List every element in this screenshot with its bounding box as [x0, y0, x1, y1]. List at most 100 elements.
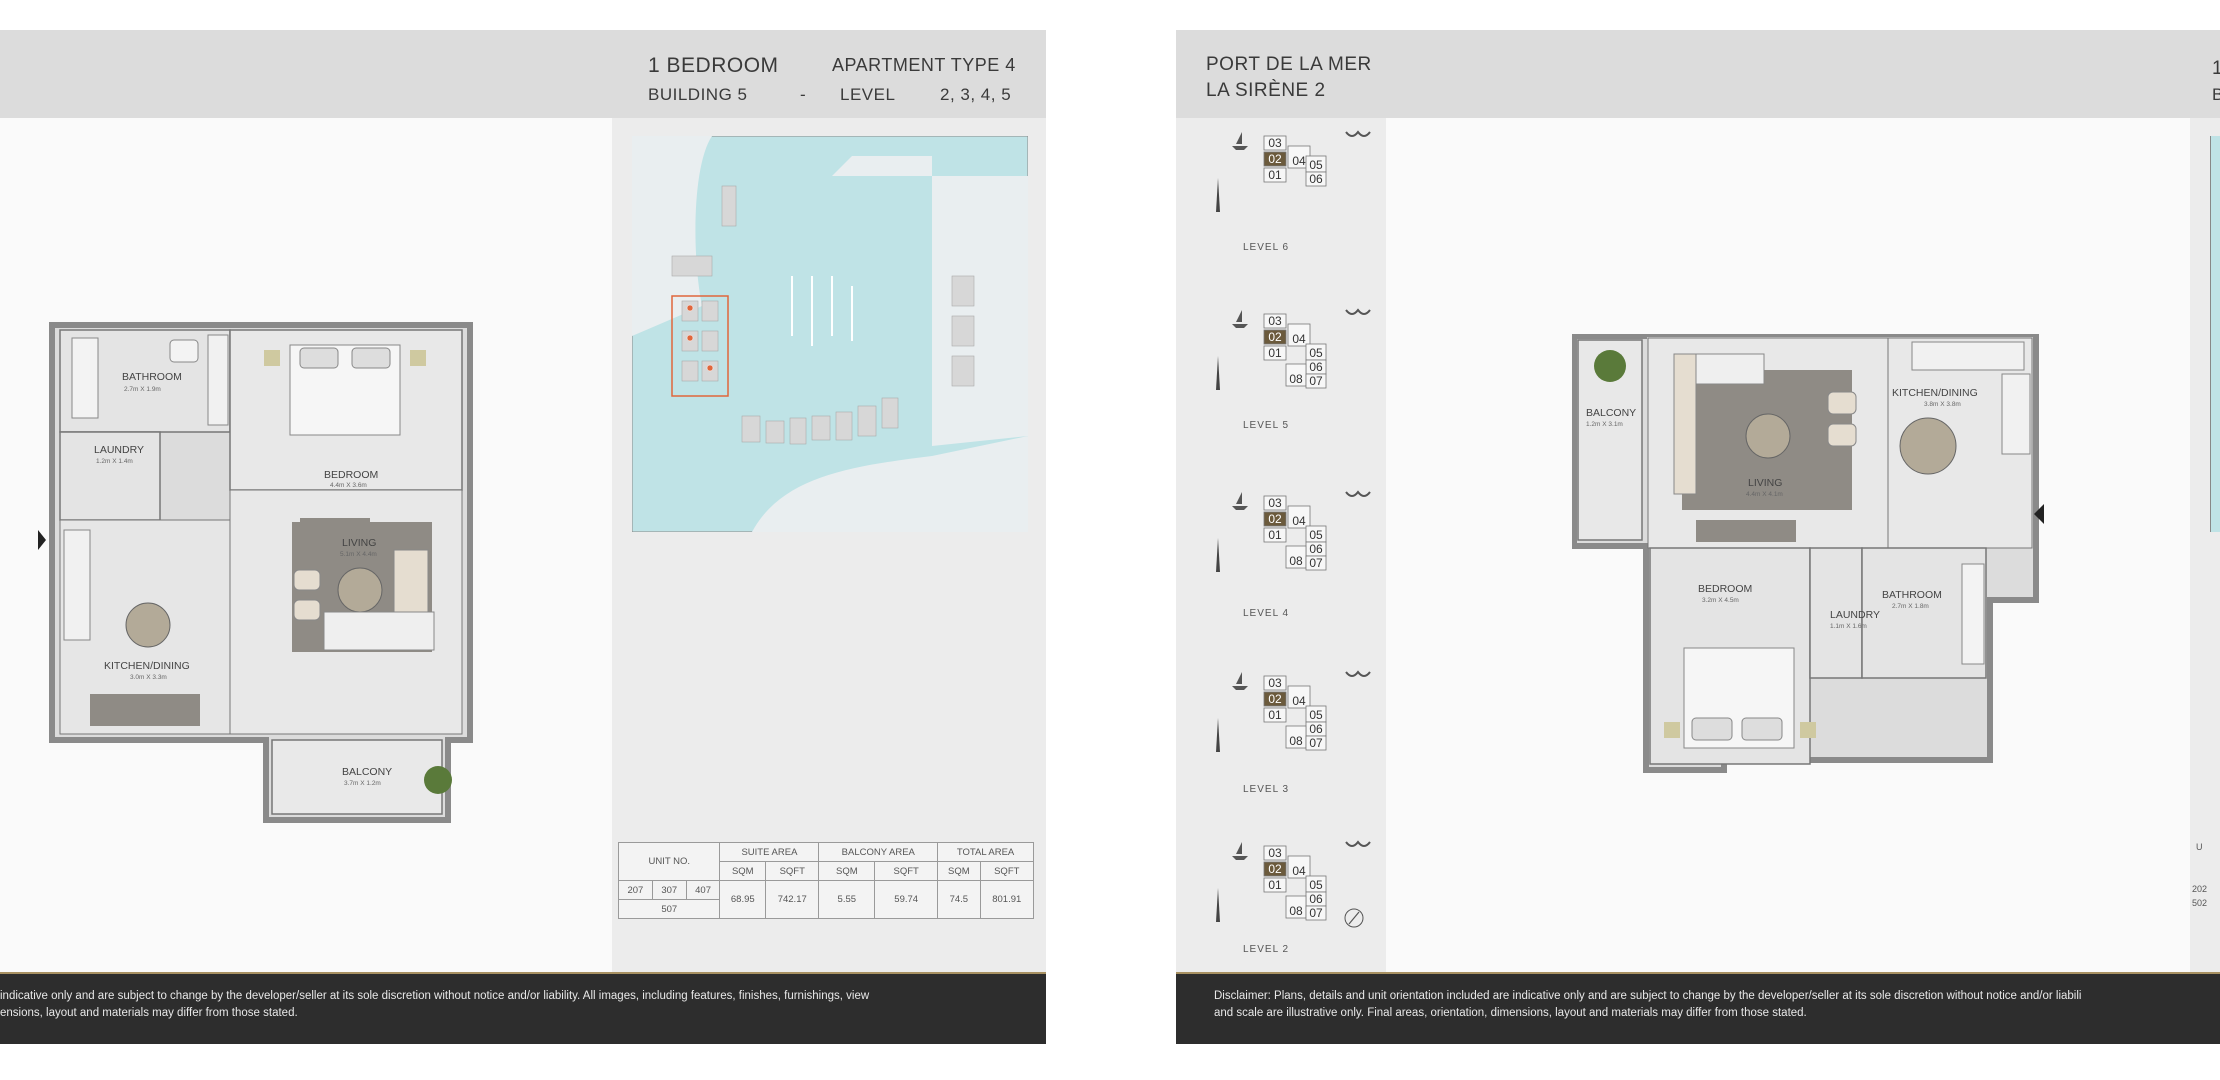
total-sqft: 801.91 [979, 880, 1035, 919]
tower-icon [1216, 888, 1220, 922]
unit-cell [1305, 171, 1327, 187]
unit-number-label: 07 [1309, 556, 1323, 570]
room-balcony: BALCONY [342, 766, 392, 778]
unit-number-label: 06 [1309, 892, 1323, 906]
table-cut-unit: 202 [2192, 884, 2208, 894]
unit-cell [1287, 685, 1311, 709]
unit-number-label: 05 [1309, 878, 1323, 892]
floor-plan-type2: BALCONY 1.2m X 3.1m LIVING 4.4m X 4.1m K… [1572, 334, 2044, 773]
floor-plan-type4: BATHROOM 2.7m X 1.9m LAUNDRY 1.2m X 1.4m… [38, 322, 473, 823]
unit-number: 507 [617, 899, 721, 919]
unit-number: 407 [685, 880, 721, 900]
room-balcony-size: 1.2m X 3.1m [1586, 421, 1623, 428]
unit-number-label: 08 [1289, 372, 1303, 386]
sqft-header: SQFT [979, 861, 1035, 881]
sqft-header: SQFT [765, 861, 820, 881]
unit-number-label: 02 [1268, 692, 1282, 706]
sqm-header: SQM [818, 861, 876, 881]
room-bedroom: BEDROOM [1698, 583, 1752, 595]
unit-number-label: 01 [1268, 346, 1282, 360]
room-bedroom-size: 3.2m X 4.5m [1702, 597, 1739, 604]
wave-icon [1345, 670, 1371, 677]
disclaimer-bar: Disclaimer: Plans, details and unit orie… [1176, 972, 2220, 1044]
suite-area-header: SUITE AREA [719, 842, 820, 862]
tower-icon [1216, 718, 1220, 752]
area-table: UNIT NO. SUITE AREA BALCONY AREA TOTAL A… [617, 842, 1035, 919]
room-laundry: LAUNDRY [94, 444, 144, 456]
right-page-header: PORT DE LA MER LA SIRÈNE 2 1 B [1176, 30, 2220, 118]
room-living: LIVING [342, 537, 376, 549]
unit-number-label: 01 [1268, 528, 1282, 542]
unit-number-label: 07 [1309, 736, 1323, 750]
room-living-size: 5.1m X 4.4m [340, 551, 377, 558]
room-laundry: LAUNDRY [1830, 609, 1880, 621]
key-plan-panel-cut: U 202 502 [2190, 118, 2220, 972]
building-label: BUILDING 5 [648, 85, 748, 104]
disclaimer-line: Disclaimer: Plans, details and unit orie… [1214, 990, 2082, 1002]
unit-cell [1263, 329, 1287, 345]
unit-cell [1263, 527, 1287, 543]
unit-cell [1263, 861, 1287, 877]
header-dash: - [800, 85, 807, 104]
header-cut-text: 1 [2212, 58, 2220, 79]
room-balcony-size: 3.7m X 1.2m [344, 780, 381, 787]
unit-cell [1305, 905, 1327, 921]
site-map-cut [2210, 136, 2220, 532]
room-bathroom: BATHROOM [1882, 589, 1942, 601]
unit-cell [1263, 151, 1287, 167]
unit-cell [1263, 691, 1287, 707]
unit-number-label: 04 [1292, 514, 1306, 528]
balcony-sqft: 59.74 [874, 880, 939, 919]
building-name: LA SIRÈNE 2 [1206, 80, 1326, 101]
unit-cell [1287, 855, 1311, 879]
unit-number-label: 02 [1268, 512, 1282, 526]
room-bathroom: BATHROOM [122, 371, 182, 383]
unit-number-label: 04 [1292, 694, 1306, 708]
header-cut-text: B [2212, 85, 2220, 104]
table-cut-header: U [2196, 842, 2203, 852]
unit-cell [1305, 373, 1327, 389]
unit-cell [1263, 135, 1287, 151]
unit-number-label: 08 [1289, 904, 1303, 918]
unit-no-header: UNIT NO. [617, 842, 721, 881]
room-laundry-size: 1.2m X 1.4m [96, 458, 133, 465]
sailboat-icon [1232, 132, 1248, 150]
unit-cell [1305, 555, 1327, 571]
level-numbers: 2, 3, 4, 5 [940, 85, 1012, 104]
key-plan-panel: UNIT NO. SUITE AREA BALCONY AREA TOTAL A… [612, 118, 1046, 972]
unit-number-label: 04 [1292, 864, 1306, 878]
level-label: LEVEL [840, 85, 896, 104]
unit-cell [1263, 167, 1287, 183]
unit-number-label: 01 [1268, 878, 1282, 892]
room-kitchen-dining: KITCHEN/DINING [104, 660, 190, 672]
unit-cell [1263, 707, 1287, 723]
sailboat-icon [1232, 492, 1248, 510]
unit-number-label: 01 [1268, 168, 1282, 182]
total-sqm: 74.5 [937, 880, 981, 919]
unit-cell [1263, 877, 1287, 893]
unit-cell [1263, 345, 1287, 361]
suite-sqft: 742.17 [765, 880, 820, 919]
level-label: LEVEL 3 [1243, 784, 1290, 795]
unit-cell [1263, 313, 1287, 329]
unit-number-label: 06 [1309, 542, 1323, 556]
room-kitchen-size: 3.8m X 3.8m [1924, 401, 1961, 408]
unit-number-label: 07 [1309, 374, 1323, 388]
wave-icon [1345, 490, 1371, 497]
unit-number-label: 03 [1268, 676, 1282, 690]
disclaimer-bar: indicative only and are subject to chang… [0, 972, 1046, 1044]
level-label: LEVEL 4 [1243, 608, 1290, 619]
tower-icon [1216, 538, 1220, 572]
sqft-header: SQFT [874, 861, 939, 881]
sqm-header: SQM [719, 861, 767, 881]
unit-cell [1305, 735, 1327, 751]
unit-number-label: 05 [1309, 346, 1323, 360]
unit-number: 207 [618, 880, 653, 900]
room-kitchen-size: 3.0m X 3.3m [130, 674, 167, 681]
disclaimer-line: ensions, layout and materials may differ… [0, 1007, 298, 1019]
